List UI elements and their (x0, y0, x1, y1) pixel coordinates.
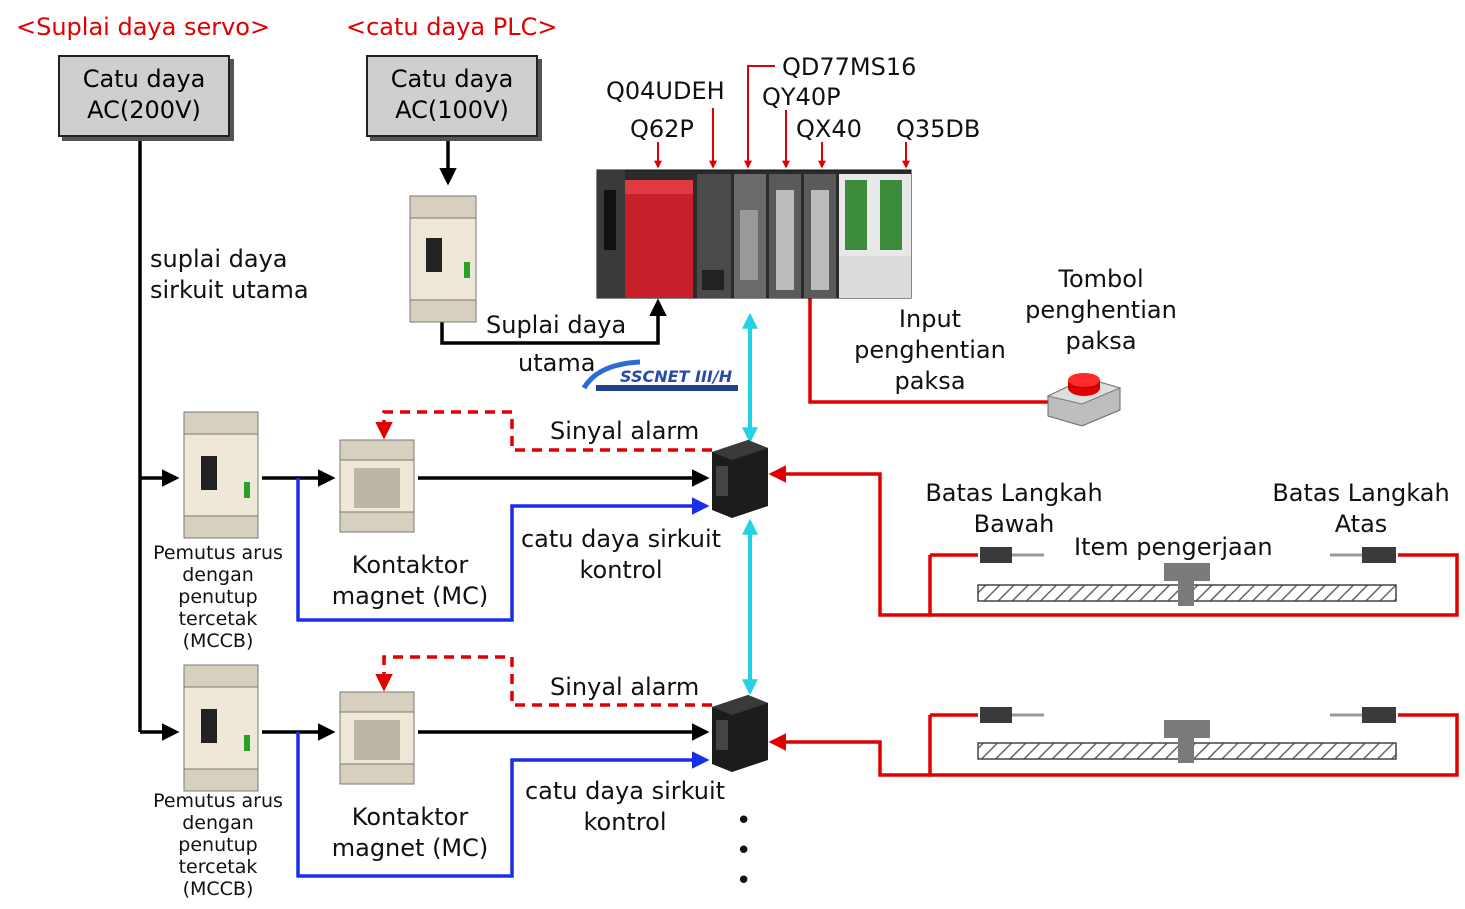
forced-stop-button-line-3: paksa (1065, 327, 1137, 355)
upper-stroke-limit-line-1: Batas Langkah (1272, 479, 1450, 507)
magnetic-contactor-label-1: Kontaktor magnet (MC) (322, 550, 498, 612)
label-q04udeh: Q04UDEH (606, 77, 725, 105)
mccb-2-line-3: penutup (178, 834, 258, 856)
magnetic-contactor-label-2: Kontaktor magnet (MC) (322, 802, 498, 864)
mccb-label-2: Pemutus arus dengan penutup tercetak (MC… (148, 790, 288, 900)
emergency-stop-button (1046, 373, 1122, 427)
lower-stroke-limit-label: Batas Langkah Bawah (922, 478, 1106, 540)
mccb-1-line-2: dengan (182, 564, 254, 586)
contactor-1 (339, 439, 415, 533)
workpiece-label: Item pengerjaan (1074, 533, 1273, 561)
sscnet-logo: SSCNET III/H (620, 367, 733, 386)
upper-stroke-limit-line-2: Atas (1334, 510, 1388, 538)
main-circuit-supply-line-1: suplai daya (150, 245, 288, 273)
forced-stop-button-label: Tombol penghentian paksa (1018, 264, 1184, 357)
control-wiring (296, 478, 710, 878)
plc-rack (596, 169, 912, 299)
sscnet-logo-graphic (581, 359, 738, 391)
control-circuit-supply-2-line-1: catu daya sirkuit (524, 777, 726, 805)
mccb-1-line-4: tercetak (178, 608, 258, 630)
plc-ac-power-box: Catu daya AC(100V) (366, 55, 538, 137)
control-circuit-supply-1-line-2: kontrol (579, 556, 663, 584)
forced-stop-button-line-1: Tombol (1058, 265, 1144, 293)
forced-stop-input-line-2: penghentian (854, 336, 1006, 364)
linear-stage-1 (977, 547, 1397, 606)
plc-ac-power-line-2: AC(100V) (395, 96, 509, 124)
alarm-signal-label-1: Sinyal alarm (550, 417, 700, 445)
label-q35db: Q35DB (896, 115, 981, 143)
main-circuit-supply-line-2: sirkuit utama (150, 276, 309, 304)
mccb-label-1: Pemutus arus dengan penutup tercetak (MC… (148, 542, 288, 652)
lower-stroke-limit-line-1: Batas Langkah (925, 479, 1103, 507)
main-circuit-supply-label: suplai daya sirkuit utama (150, 244, 309, 306)
mccb-1-line-5: (MCCB) (182, 630, 254, 652)
cpu-module-q04udeh (625, 180, 693, 298)
power-wiring (138, 138, 710, 741)
mccb-1-line-3: penutup (178, 586, 258, 608)
forced-stop-input-label: Input penghentian paksa (850, 304, 1010, 397)
forced-stop-input-line-1: Input (898, 305, 962, 333)
control-circuit-supply-label-1: catu daya sirkuit kontrol (516, 524, 726, 586)
mccb-2-line-1: Pemutus arus (153, 790, 283, 812)
servo-amp-2 (712, 695, 768, 772)
plc-breaker (409, 195, 477, 323)
magnetic-contactor-2-line-2: magnet (MC) (331, 834, 489, 862)
plc-ac-power-line-1: Catu daya (390, 65, 514, 93)
mccb-2-line-4: tercetak (178, 856, 258, 878)
upper-stroke-limit-label: Batas Langkah Atas (1268, 478, 1454, 540)
label-qd77ms16: QD77MS16 (782, 53, 917, 81)
magnetic-contactor-1-line-1: Kontaktor (351, 551, 469, 579)
control-circuit-supply-2-line-2: kontrol (583, 808, 667, 836)
module-pointers (654, 65, 910, 169)
continuation-dots: • • • (736, 806, 752, 896)
mccb-2 (183, 664, 259, 792)
main-supply-label-line-1: Suplai daya (486, 311, 627, 339)
servo-ac-power-line-2: AC(200V) (87, 96, 201, 124)
lower-stroke-limit-line-2: Bawah (973, 510, 1055, 538)
forced-stop-button-line-2: penghentian (1025, 296, 1177, 324)
servo-amp-1 (712, 440, 768, 518)
servo-ac-power-line-1: Catu daya (82, 65, 206, 93)
linear-stage-2 (977, 707, 1397, 763)
label-qy40p: QY40P (762, 83, 841, 111)
plc-supply-header: <catu daya PLC> (346, 13, 558, 41)
label-q62p: Q62P (630, 115, 694, 143)
magnetic-contactor-2-line-1: Kontaktor (351, 803, 469, 831)
control-circuit-supply-label-2: catu daya sirkuit kontrol (520, 776, 730, 838)
label-qx40: QX40 (796, 115, 862, 143)
mccb-1-line-1: Pemutus arus (153, 542, 283, 564)
magnetic-contactor-1-line-2: magnet (MC) (331, 582, 489, 610)
main-supply-label-line-2: utama (518, 349, 596, 377)
mccb-2-line-5: (MCCB) (182, 878, 254, 900)
servo-supply-header: <Suplai daya servo> (16, 13, 271, 41)
mccb-2-line-2: dengan (182, 812, 254, 834)
contactor-2 (339, 691, 415, 785)
servo-ac-power-box: Catu daya AC(200V) (58, 55, 230, 137)
forced-stop-input-line-3: paksa (894, 367, 966, 395)
alarm-signal-label-2: Sinyal alarm (550, 673, 700, 701)
control-circuit-supply-1-line-1: catu daya sirkuit (520, 525, 722, 553)
mccb-1 (183, 411, 259, 539)
alarm-wiring (375, 410, 712, 707)
